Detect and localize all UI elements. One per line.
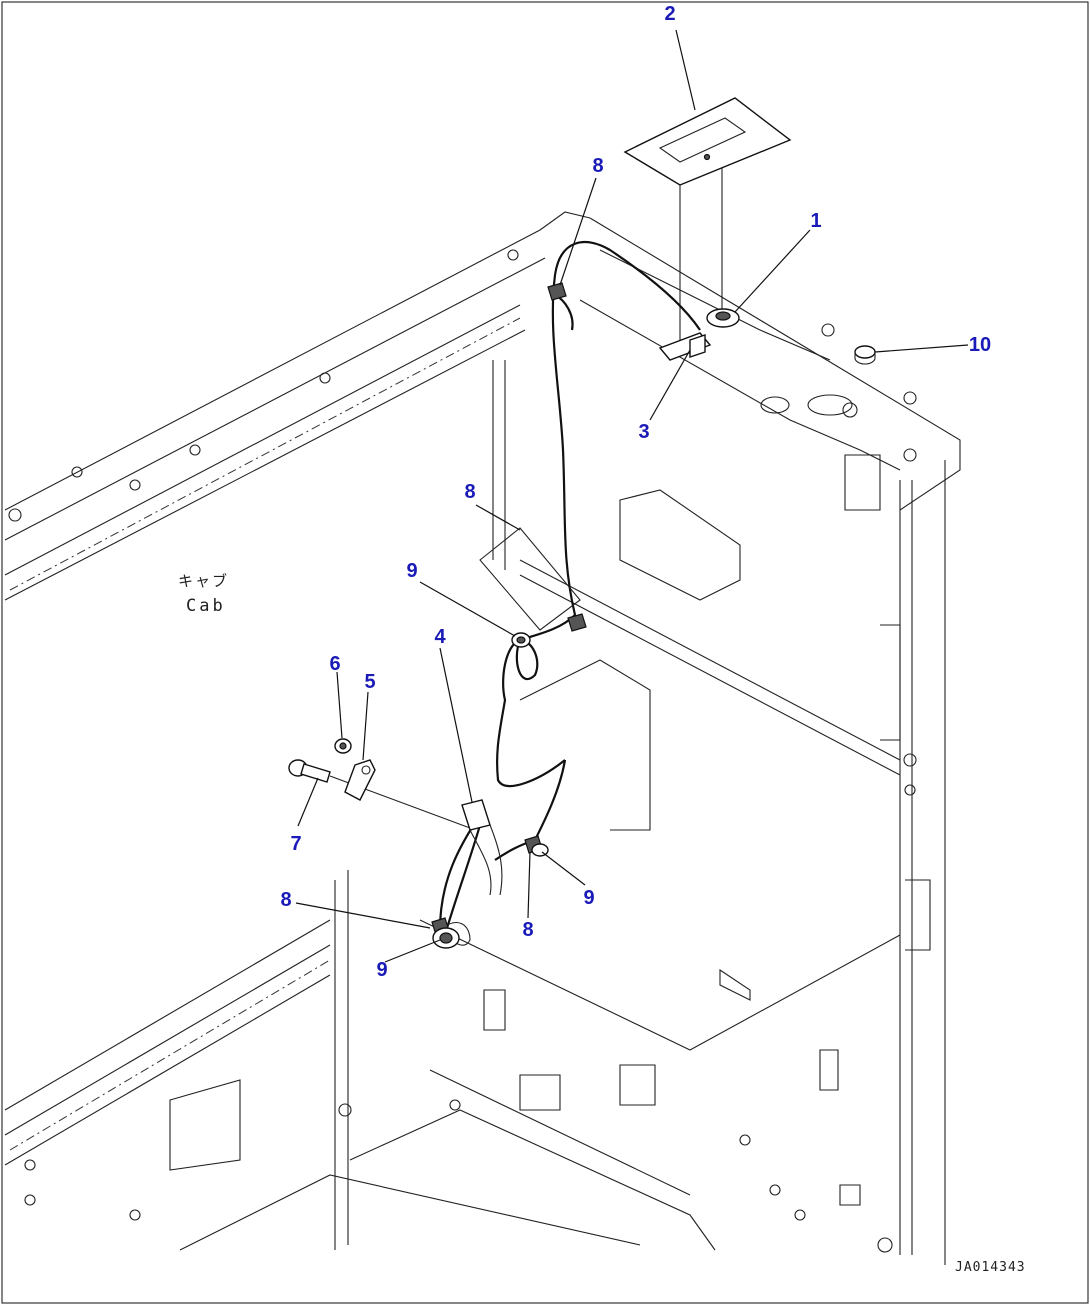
part-9-grommets (432, 632, 549, 949)
callout-8-top: 8 (592, 155, 604, 177)
callout-1: 1 (810, 210, 822, 232)
part-10-plug (854, 345, 876, 365)
part-8-clamps (431, 282, 587, 936)
callout-9-right: 9 (583, 887, 595, 909)
cab-frame (4, 211, 961, 1265)
callout-3: 3 (638, 421, 650, 443)
leader-lines (295, 29, 969, 963)
callout-8-lower-left: 8 (280, 889, 292, 911)
part-6-nut (334, 738, 352, 754)
callout-10: 10 (968, 334, 992, 356)
callout-8-lower-right: 8 (522, 919, 534, 941)
part-1-lamp (706, 308, 740, 328)
part-7-bolt (288, 759, 471, 829)
callout-8-middle: 8 (464, 481, 476, 503)
cab-label-japanese: キャブ (178, 572, 230, 590)
part-3-bracket (658, 332, 712, 361)
reference-code: JA014343 (955, 1260, 1026, 1275)
part-2-cover-plate (623, 97, 792, 340)
callout-2: 2 (664, 3, 676, 25)
callout-9-upper: 9 (406, 560, 418, 582)
detail-box (479, 527, 581, 631)
callout-6: 6 (329, 653, 341, 675)
callout-9-lower: 9 (376, 959, 388, 981)
part-4-bracket (461, 799, 503, 896)
callout-4: 4 (434, 626, 446, 648)
part-5-clip (344, 759, 376, 801)
callout-7: 7 (290, 833, 302, 855)
cab-label-english: Cab (186, 596, 226, 616)
callout-5: 5 (364, 671, 376, 693)
